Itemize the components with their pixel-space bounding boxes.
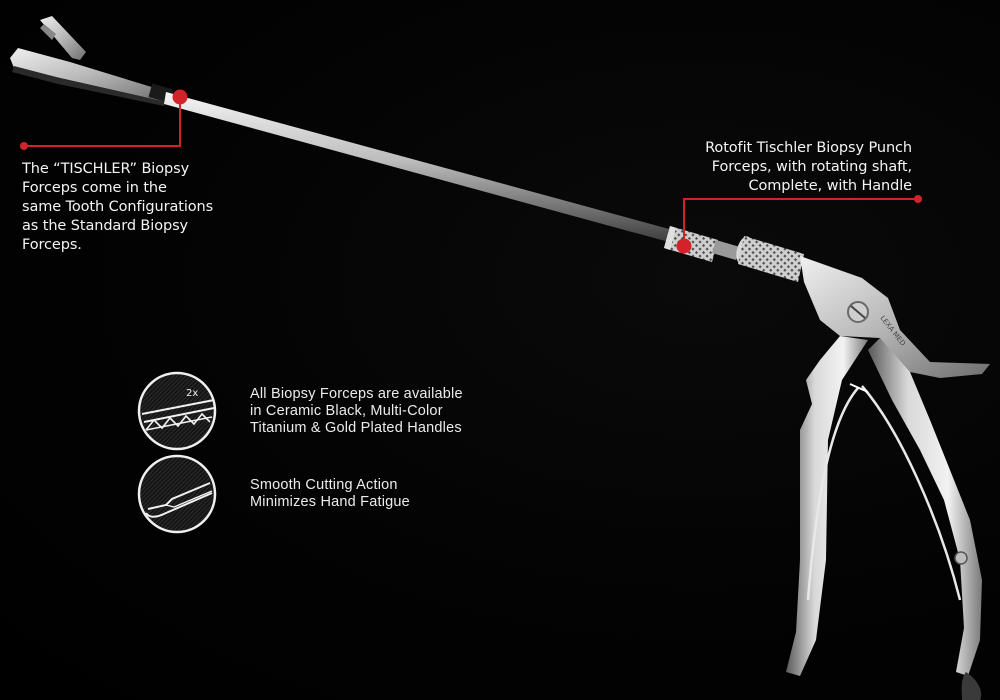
feature-line: All Biopsy Forceps are available [250, 385, 463, 402]
icon-label-2x: 2x [186, 388, 198, 399]
cutting-tip-icon [137, 454, 217, 534]
feature-line: Smooth Cutting Action [250, 477, 398, 493]
callout-connector-left [20, 89, 188, 150]
callout-line: Forceps, with rotating shaft, [711, 159, 912, 175]
serrated-jaw-icon: 2x [137, 371, 217, 451]
feature-cutting-action: Smooth Cutting Action Minimizes Hand Fat… [136, 453, 410, 535]
callout-connector-right [676, 195, 922, 254]
callout-line: Forceps come in the [22, 180, 167, 196]
callout-line: The “TISCHLER” Biopsy [22, 161, 190, 177]
callout-line: Forceps. [22, 237, 82, 253]
forceps-jaw [10, 16, 174, 106]
callout-line: Rotofit Tischler Biopsy Punch [705, 140, 912, 156]
callout-line: same Tooth Configurations [22, 199, 214, 215]
feature-line: Minimizes Hand Fatigue [250, 494, 410, 510]
feature-line: Titanium & Gold Plated Handles [250, 419, 462, 436]
callout-line: Complete, with Handle [748, 178, 912, 194]
feature-text: All Biopsy Forceps are available in Cera… [250, 386, 463, 437]
callout-marker-jaw [172, 89, 188, 105]
callout-text-tischler-forceps: The “TISCHLER” Biopsy Forceps come in th… [22, 160, 262, 255]
knurled-collar-rear [736, 236, 804, 282]
feature-line: in Ceramic Black, Multi-Color [250, 402, 443, 419]
knurled-collar-front [664, 226, 740, 262]
forceps-handle: LEXA MED [786, 256, 990, 700]
forceps-shaft [164, 92, 680, 244]
callout-line: as the Standard Biopsy [22, 218, 189, 234]
callout-text-rotofit-product: Rotofit Tischler Biopsy Punch Forceps, w… [612, 139, 912, 196]
feature-text: Smooth Cutting Action Minimizes Hand Fat… [250, 477, 410, 511]
callout-marker-collar [676, 238, 692, 254]
feature-handle-finishes: 2x All Biopsy Forceps are available in C… [136, 370, 463, 452]
